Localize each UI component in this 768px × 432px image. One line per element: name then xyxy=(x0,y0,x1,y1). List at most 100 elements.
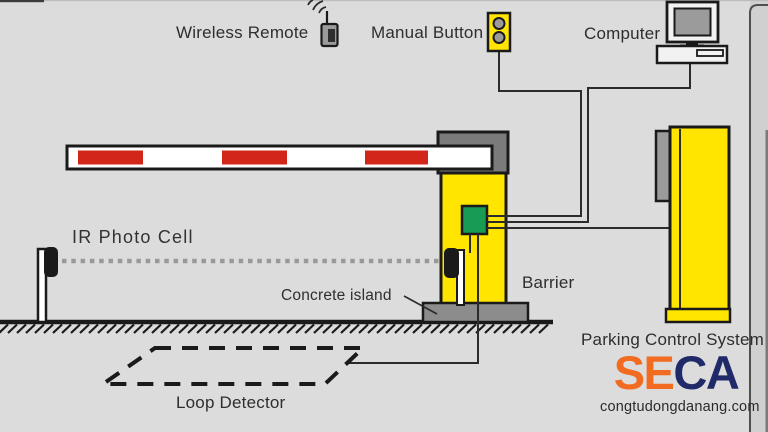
cabinet-body xyxy=(668,125,731,312)
ground-hatch-stroke xyxy=(25,323,36,334)
seca-logo: SECA xyxy=(601,349,751,396)
ir-photo-cell-label: IR Photo Cell xyxy=(72,227,194,247)
ground-hatch-stroke xyxy=(43,323,54,334)
photocell-post xyxy=(36,247,48,324)
ground-hatch-stroke xyxy=(286,323,297,334)
ground-hatch-stroke xyxy=(97,323,108,334)
photocell-head xyxy=(44,247,58,277)
frame-border-line xyxy=(749,4,768,432)
radio-wave-icon xyxy=(307,0,314,6)
receiver-head xyxy=(444,248,459,278)
radio-wave-icon xyxy=(318,6,327,14)
ground-hatch-stroke xyxy=(133,323,144,334)
ground-hatch-stroke xyxy=(142,323,153,334)
cabinet-plinth xyxy=(664,307,732,324)
barrier-arm-stripe xyxy=(222,150,287,165)
ground-hatch-stroke xyxy=(0,323,9,334)
ground-hatch-stroke xyxy=(223,323,234,334)
ground-hatch-stroke xyxy=(304,323,315,334)
ground-hatch-stroke xyxy=(178,323,189,334)
computer-label: Computer xyxy=(584,24,661,43)
ground-hatch-stroke xyxy=(367,323,378,334)
manual-button-wire xyxy=(487,51,582,217)
ground-hatch-stroke xyxy=(430,323,441,334)
ground-hatch-stroke xyxy=(529,323,540,334)
ground-hatch-stroke xyxy=(196,323,207,334)
barrier-arm-stripe xyxy=(365,150,428,165)
ground-hatch-stroke xyxy=(34,323,45,334)
computer-wire xyxy=(487,63,691,223)
top-left-edge-mark xyxy=(0,0,44,3)
ground-hatch-stroke xyxy=(61,323,72,334)
ground-hatch-stroke xyxy=(241,323,252,334)
top-edge-line xyxy=(0,0,768,2)
ground-hatch-stroke xyxy=(70,323,81,334)
ground-hatch-stroke xyxy=(448,323,459,334)
ground-hatch-stroke xyxy=(295,323,306,334)
frame-right-strip xyxy=(750,0,768,432)
ground-hatch-stroke xyxy=(502,323,513,334)
photocell-post-icon xyxy=(36,247,58,324)
ground-hatch-stroke xyxy=(259,323,270,334)
island-pointer-line xyxy=(403,295,438,315)
ground-hatch-stroke xyxy=(358,323,369,334)
ground-hatch-stroke xyxy=(115,323,126,334)
induction-loop-icon xyxy=(96,346,369,386)
manual-button-label: Manual Button xyxy=(371,23,484,42)
radio-wave-icon xyxy=(312,0,324,11)
ground-hatching xyxy=(0,323,549,334)
ground-hatch-stroke xyxy=(511,323,522,334)
ground-hatch-stroke xyxy=(493,323,504,334)
remote-transmitter-icon xyxy=(307,0,339,48)
concrete-island-block xyxy=(421,301,530,324)
ground-hatch-stroke xyxy=(439,323,450,334)
ground-hatch-stroke xyxy=(160,323,171,334)
ground-hatch-stroke xyxy=(214,323,225,334)
ground-hatch-stroke xyxy=(538,323,549,334)
drive-slot xyxy=(696,49,724,57)
ground-hatch-stroke xyxy=(187,323,198,334)
parking-control-system-label: Parking Control System xyxy=(581,330,764,349)
barrier-label: Barrier xyxy=(522,273,575,292)
ground-hatch-stroke xyxy=(466,323,477,334)
ground-hatch-stroke xyxy=(349,323,360,334)
ground-hatch-stroke xyxy=(268,323,279,334)
ground-hatch-stroke xyxy=(313,323,324,334)
ground-hatch-stroke xyxy=(412,323,423,334)
logo-se-part: SE xyxy=(613,346,675,399)
ground-hatch-stroke xyxy=(169,323,180,334)
ground-hatch-stroke xyxy=(52,323,63,334)
monitor-neck xyxy=(686,42,698,46)
remote-button xyxy=(328,29,335,42)
ground-hatch-stroke xyxy=(394,323,405,334)
receiver-post xyxy=(456,249,465,306)
ground-hatch-stroke xyxy=(151,323,162,334)
ground-hatch-stroke xyxy=(205,323,216,334)
ground-hatch-stroke xyxy=(88,323,99,334)
frame-edge-shadow xyxy=(765,130,768,432)
ground-hatch-stroke xyxy=(376,323,387,334)
ground-hatch-group xyxy=(0,319,553,334)
control-unit-green-box xyxy=(460,204,489,236)
ground-hatch-stroke xyxy=(340,323,351,334)
photocell-receiver xyxy=(444,248,465,306)
ground-hatch-stroke xyxy=(106,323,117,334)
wiring-group xyxy=(345,51,691,364)
ground-hatch-stroke xyxy=(520,323,531,334)
ground-hatch-stroke xyxy=(385,323,396,334)
ground-hatch-stroke xyxy=(277,323,288,334)
barrier-arm-stripe xyxy=(78,150,143,165)
logo-ca-part: CA xyxy=(673,346,739,399)
boom-barrier-icon xyxy=(65,144,494,171)
monitor-screen xyxy=(673,7,712,37)
ground-hatch-stroke xyxy=(421,323,432,334)
concrete-island-label: Concrete island xyxy=(281,287,392,304)
ground-hatch-stroke xyxy=(484,323,495,334)
ground-hatch-stroke xyxy=(331,323,342,334)
desktop-computer-icon xyxy=(655,0,729,65)
ground-hatch-stroke xyxy=(124,323,135,334)
ground-hatch-stroke xyxy=(79,323,90,334)
wireless-remote-label: Wireless Remote xyxy=(176,23,309,42)
